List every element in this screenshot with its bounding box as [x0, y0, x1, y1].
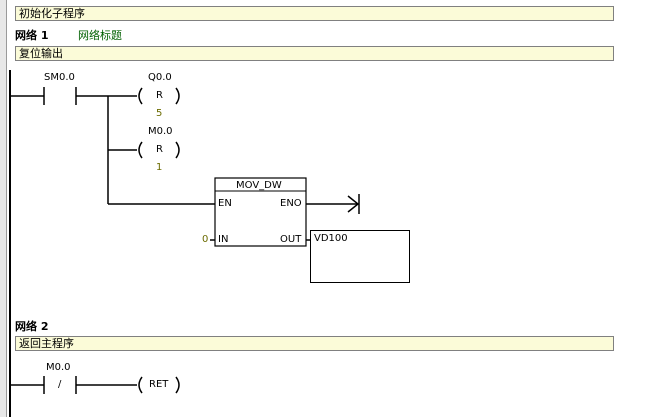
program-comment[interactable]: 初始化子程序: [15, 6, 614, 21]
negated-contact-symbol: /: [58, 379, 62, 390]
editor-left-margin: [0, 0, 7, 417]
mov-dw-eno-pin: ENO: [280, 198, 302, 209]
ret-coil-label[interactable]: RET: [149, 379, 169, 390]
mov-dw-in-value[interactable]: 0: [202, 234, 209, 245]
network-2-comment[interactable]: 返回主程序: [15, 336, 614, 351]
q00-coil-type: R: [156, 90, 163, 101]
network-1-subtitle[interactable]: 网络标题: [78, 29, 122, 42]
m00-contact-address[interactable]: M0.0: [46, 362, 71, 373]
mov-dw-out-value: VD100: [314, 233, 348, 244]
network-1-title[interactable]: 网络 1: [15, 29, 49, 42]
mov-dw-in-pin: IN: [218, 234, 229, 245]
m00-coil-count[interactable]: 1: [156, 162, 163, 173]
mov-dw-out-operand-box[interactable]: VD100: [310, 230, 410, 283]
mov-dw-box-title[interactable]: MOV_DW: [236, 180, 282, 191]
q00-coil-address[interactable]: Q0.0: [148, 72, 172, 83]
m00-coil-type: R: [156, 144, 163, 155]
power-rail: [9, 70, 11, 417]
mov-dw-en-pin: EN: [218, 198, 232, 209]
m00-coil-address[interactable]: M0.0: [148, 126, 173, 137]
mov-dw-out-pin: OUT: [280, 234, 302, 245]
sm00-contact-address[interactable]: SM0.0: [44, 72, 75, 83]
network-2-title[interactable]: 网络 2: [15, 320, 49, 333]
network-1-comment[interactable]: 复位输出: [15, 46, 614, 61]
q00-coil-count[interactable]: 5: [156, 108, 163, 119]
